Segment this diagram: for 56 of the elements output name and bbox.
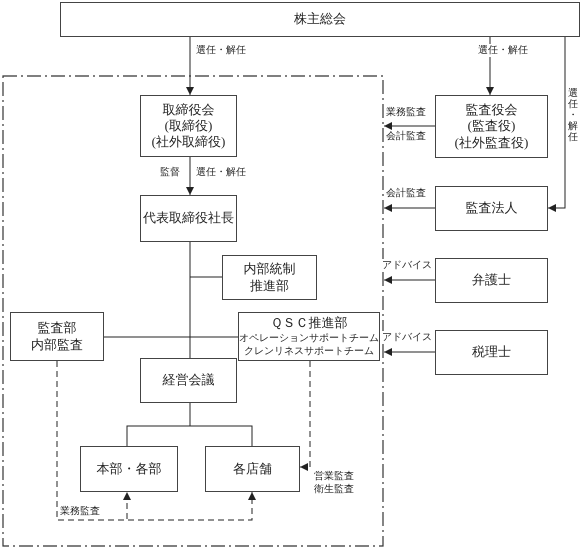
- box-label: オペレーションサポートチーム: [239, 332, 379, 345]
- box-label: 内部監査: [31, 336, 83, 353]
- box-label: 各店舗: [233, 460, 272, 478]
- arrow: [186, 156, 194, 196]
- org-box: [140, 195, 237, 242]
- box-label: (社外監査役): [454, 134, 528, 151]
- org-box: [10, 312, 104, 361]
- org-box: [435, 186, 548, 231]
- org-box: [238, 312, 380, 361]
- box-label: 内部統制推進部: [242, 261, 296, 294]
- box-label: 経営会議: [162, 372, 214, 389]
- edge-label: 会計監査: [386, 187, 426, 200]
- arrow: [384, 204, 436, 212]
- box-label: 監査部: [38, 320, 76, 336]
- org-box: [205, 446, 300, 492]
- arrow: [384, 122, 436, 130]
- org-box: [140, 358, 237, 403]
- edge-label: 業務監査: [60, 505, 100, 518]
- box-label: 弁護士: [472, 272, 511, 289]
- box-label: ＱＳＣ推進部: [270, 315, 348, 332]
- arrow: [384, 348, 436, 356]
- org-box: [435, 95, 548, 158]
- org-box: [140, 95, 237, 157]
- box-label: 監査役会: [466, 102, 518, 118]
- box-label: 本部・各部: [96, 460, 162, 478]
- dashed-arrow: [300, 360, 310, 471]
- box-label: (社外取締役): [152, 134, 226, 150]
- box-label: (監査役): [468, 118, 516, 135]
- annotation-label: 監督: [160, 166, 180, 179]
- connector-line: [190, 402, 252, 446]
- edge-label: 業務監査: [386, 106, 426, 119]
- org-box: [435, 258, 548, 303]
- box-label: 株主総会: [294, 11, 346, 28]
- box-label: 代表取締役社長: [143, 210, 234, 227]
- edge-label: 営業監査衛生監査: [314, 470, 355, 496]
- arrow: [186, 36, 194, 96]
- org-box: [60, 2, 580, 37]
- connector-line: [190, 242, 238, 338]
- box-label: 税理士: [472, 344, 511, 361]
- box-label: クレンリネスサポートチーム: [244, 344, 374, 358]
- edge-label: アドバイス: [382, 259, 432, 272]
- box-label: (取締役): [164, 118, 212, 134]
- edge-label: 選任・解任: [196, 44, 246, 57]
- org-box: [435, 330, 548, 375]
- arrow: [548, 36, 566, 212]
- box-label: 取締役会: [162, 102, 214, 118]
- edge-label: アドバイス: [382, 331, 432, 344]
- edge-label: 選任・解任: [568, 88, 578, 143]
- box-label: 監査法人: [466, 200, 518, 217]
- annotation-label: 会計監査: [386, 130, 426, 143]
- edge-label: 選任・解任: [478, 44, 528, 57]
- company-boundary: [2, 75, 384, 547]
- org-box: [222, 255, 317, 300]
- arrow: [384, 276, 436, 284]
- org-box: [80, 446, 178, 492]
- edge-label: 選任・解任: [196, 166, 246, 179]
